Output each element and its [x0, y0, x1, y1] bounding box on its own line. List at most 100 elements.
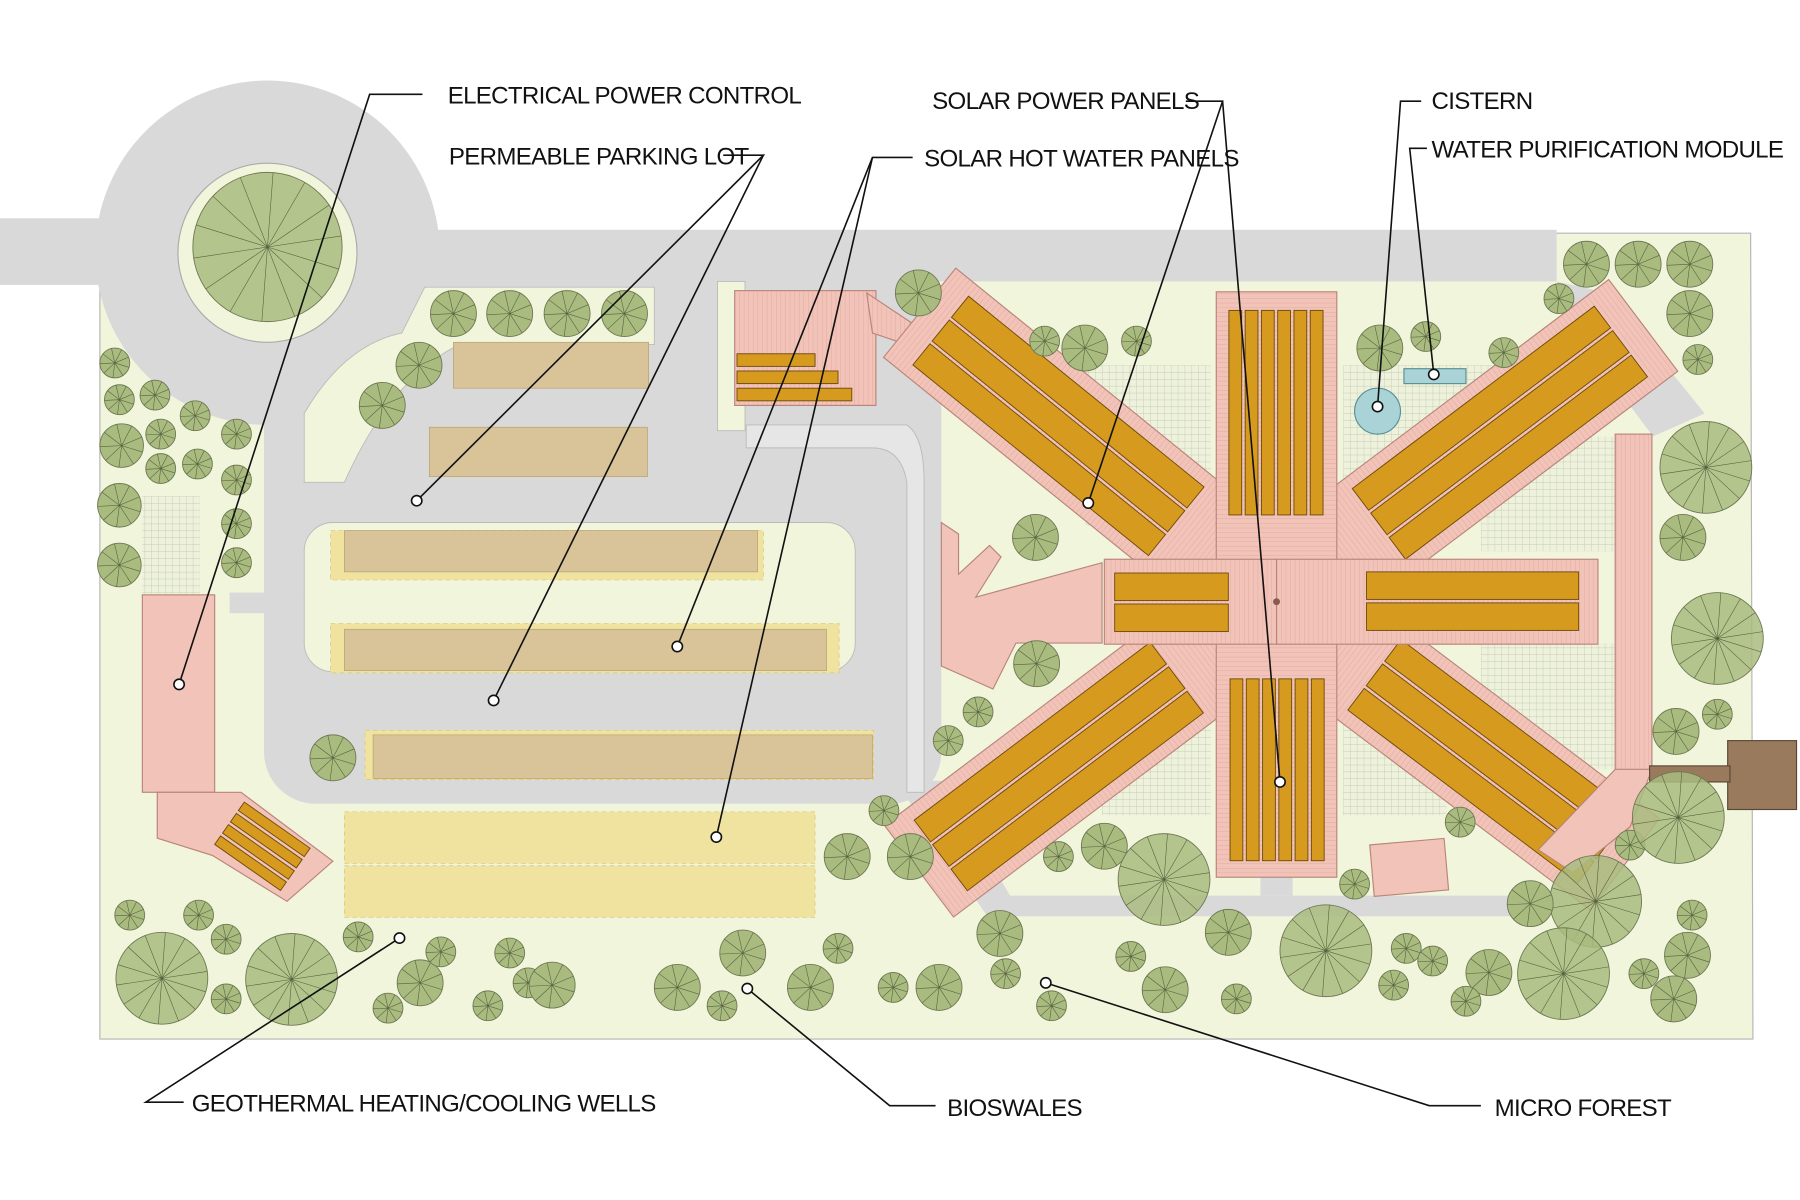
solar-panel-row — [1366, 571, 1580, 600]
tree — [97, 542, 142, 588]
label-solar-power-panels: SOLAR POWER PANELS — [932, 88, 1199, 115]
tree — [1121, 325, 1152, 357]
solar-panel-row — [1114, 572, 1229, 602]
tree — [1378, 969, 1410, 1001]
building-wing — [1275, 558, 1599, 645]
tree — [1676, 899, 1708, 931]
solar-panel-row — [1310, 678, 1325, 862]
tree — [1279, 904, 1373, 998]
tree — [528, 961, 576, 1009]
tree — [915, 964, 963, 1011]
hub-center — [1273, 598, 1280, 606]
tree — [1465, 949, 1513, 996]
tree — [182, 448, 213, 480]
tree — [1666, 290, 1714, 338]
tree — [221, 418, 252, 450]
tree — [430, 290, 477, 338]
tree — [962, 696, 994, 728]
tree — [877, 972, 909, 1003]
solar-panel-row — [1245, 678, 1260, 862]
east-connector — [1537, 768, 1653, 874]
label-water-purification-module: WATER PURIFICATION MODULE — [1432, 136, 1784, 163]
building-wing — [883, 555, 1312, 918]
tree — [706, 990, 738, 1022]
tree — [183, 899, 214, 931]
tree — [1204, 908, 1252, 956]
annex-building — [1369, 837, 1450, 898]
tree — [1339, 868, 1370, 900]
tree — [99, 423, 144, 468]
label-micro-forest: MICRO FOREST — [1495, 1095, 1672, 1122]
tree — [1631, 771, 1725, 864]
tree — [97, 483, 142, 528]
tree — [221, 547, 252, 579]
solar-panel-row — [1309, 309, 1324, 516]
tree — [1652, 708, 1700, 755]
tree — [719, 929, 767, 977]
tree — [210, 923, 242, 955]
tree — [894, 269, 942, 317]
tree — [653, 964, 701, 1011]
tree — [1115, 941, 1147, 972]
tree — [358, 382, 406, 429]
solar-panel-row — [1114, 603, 1229, 633]
deck — [1727, 740, 1798, 811]
tree — [1701, 698, 1733, 730]
leader-dots — [173, 368, 1440, 995]
tree — [221, 508, 252, 540]
tree — [425, 936, 457, 968]
tree — [1080, 822, 1128, 870]
tree — [1659, 421, 1753, 514]
tree — [868, 795, 900, 827]
tree — [1043, 841, 1074, 872]
solar-panel-row — [1388, 354, 1649, 560]
solar-panel-row — [1278, 678, 1293, 862]
solar-panel-row — [950, 690, 1205, 892]
tree — [787, 964, 834, 1011]
solar-panel-row — [1277, 309, 1291, 516]
solar-panel-row — [1370, 330, 1630, 536]
tree — [1666, 240, 1714, 288]
tree — [1563, 240, 1610, 288]
tree — [1506, 880, 1554, 928]
label-electrical-power-control: ELECTRICAL POWER CONTROL — [448, 83, 802, 110]
tree — [139, 379, 171, 411]
tree — [1141, 966, 1189, 1014]
tree — [309, 734, 357, 782]
tree — [990, 958, 1021, 990]
tree — [1012, 514, 1059, 561]
east-wing — [1614, 433, 1653, 780]
star-building — [882, 267, 1679, 918]
tree — [1543, 283, 1575, 315]
label-cistern: CISTERN — [1432, 88, 1533, 115]
tree — [494, 937, 526, 969]
building-wing — [1241, 278, 1679, 649]
building-wing — [882, 267, 1314, 648]
tree — [1450, 985, 1482, 1017]
tree — [104, 384, 135, 416]
solar-panel-row — [950, 295, 1205, 509]
tree — [1036, 990, 1067, 1022]
tree — [1659, 514, 1707, 561]
tree — [192, 171, 343, 323]
tree — [1061, 324, 1109, 372]
tree — [932, 725, 964, 757]
tree — [372, 992, 404, 1024]
tree — [115, 931, 209, 1025]
tree — [823, 833, 871, 880]
solar-panel-row — [931, 666, 1186, 867]
tree — [1029, 325, 1061, 357]
tree — [1444, 806, 1476, 838]
tree — [1013, 640, 1061, 688]
tree — [601, 290, 648, 338]
entry-building — [734, 290, 989, 406]
electrical-power-building — [141, 594, 334, 903]
building-wing — [1215, 291, 1338, 603]
tree — [395, 341, 443, 389]
solar-panel-row — [912, 343, 1167, 557]
tree — [1417, 945, 1449, 977]
solar-panel-row — [931, 319, 1186, 533]
tree — [1664, 931, 1711, 979]
solar-panel-row — [1262, 678, 1276, 862]
